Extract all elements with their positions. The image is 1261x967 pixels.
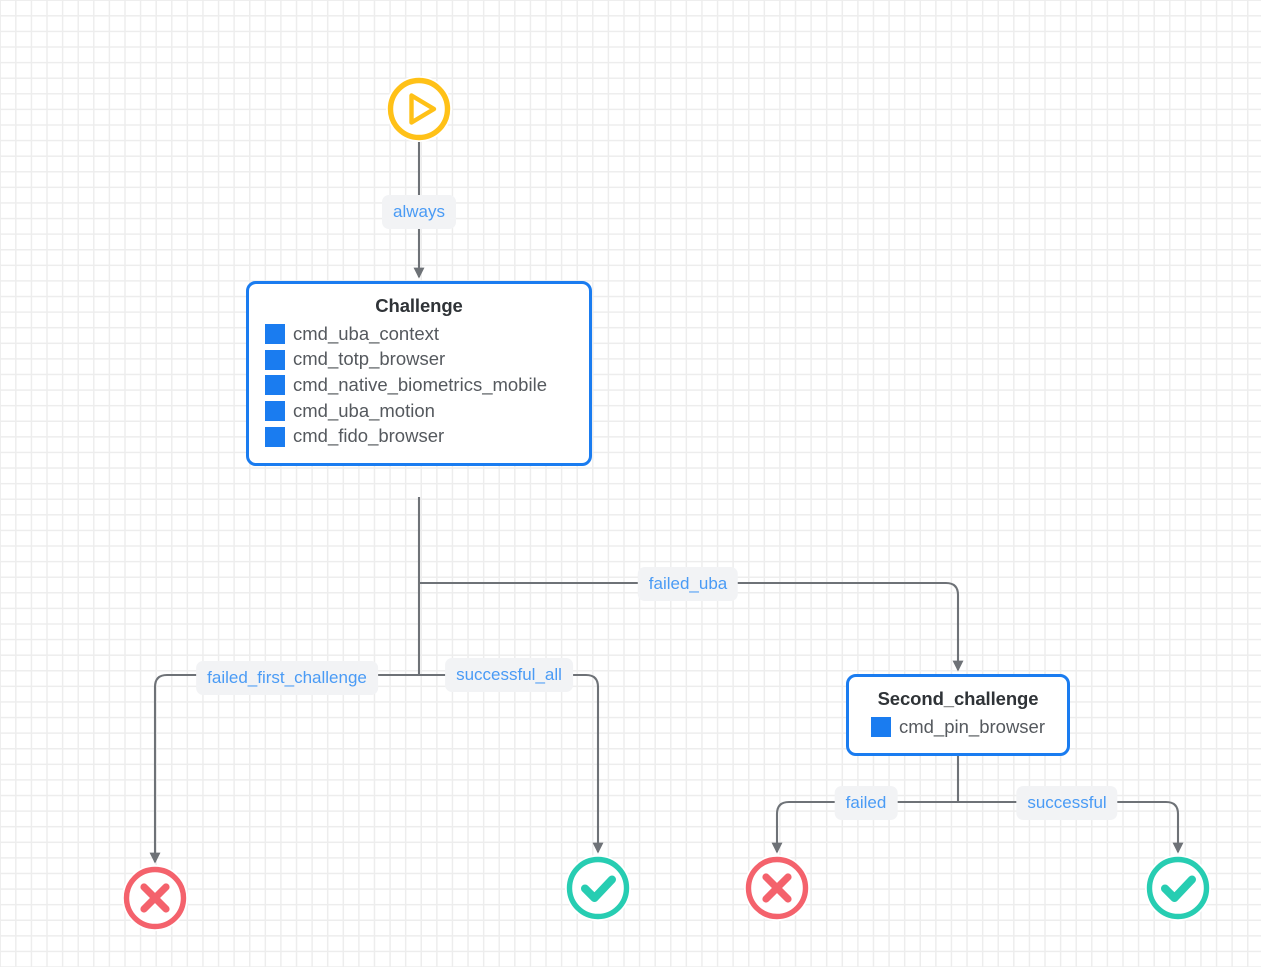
node-challenge[interactable]: Challenge cmd_uba_context cmd_totp_brows… [246,281,592,466]
play-circle-icon [387,77,451,141]
swatch-icon [265,349,285,370]
list-item[interactable]: cmd_uba_context [265,321,573,347]
list-item[interactable]: cmd_native_biometrics_mobile [265,372,573,398]
list-item-label: cmd_fido_browser [293,425,445,447]
edge-label-successful[interactable]: successful [1016,786,1118,820]
list-item[interactable]: cmd_totp_browser [265,347,573,373]
node-second-challenge-title: Second_challenge [877,688,1039,709]
check-circle-icon [1146,856,1210,920]
list-item-label: cmd_native_biometrics_mobile [293,373,547,395]
list-item-label: cmd_pin_browser [898,715,1045,737]
swatch-icon [265,323,285,344]
list-item[interactable]: cmd_pin_browser [865,714,1051,740]
swatch-icon [265,375,285,396]
node-challenge-item-list: cmd_uba_context cmd_totp_browser cmd_nat… [265,321,573,450]
start-node[interactable] [386,76,452,142]
swatch-icon [870,716,891,737]
node-second-challenge[interactable]: Second_challenge cmd_pin_browser [846,674,1070,756]
edge-label-failed-uba[interactable]: failed_uba [637,567,739,601]
list-item-label: cmd_uba_context [293,322,440,344]
edge-path-successful-all [419,673,604,854]
swatch-icon [265,401,285,422]
edge-label-failed[interactable]: failed [834,786,898,820]
list-item-label: cmd_uba_motion [293,399,435,421]
x-circle-icon [123,866,187,930]
edge-label-failed-first-challenge[interactable]: failed_first_challenge [196,661,378,695]
end-node-failed-first-challenge[interactable] [122,865,188,931]
end-node-second-failed[interactable] [744,855,810,921]
swatch-icon [265,426,285,447]
edge-label-successful-all[interactable]: successful_all [445,658,573,692]
end-node-second-successful[interactable] [1145,855,1211,921]
node-second-challenge-item-list: cmd_pin_browser [865,714,1051,740]
check-circle-icon [566,856,630,920]
edge-label-always[interactable]: always [382,195,456,229]
list-item-label: cmd_totp_browser [293,348,446,370]
end-node-successful-all[interactable] [565,855,631,921]
list-item[interactable]: cmd_fido_browser [265,424,573,450]
node-challenge-title: Challenge [375,295,463,316]
list-item[interactable]: cmd_uba_motion [265,398,573,424]
edge-path-failed-first-challenge [149,673,419,864]
x-circle-icon [745,856,809,920]
